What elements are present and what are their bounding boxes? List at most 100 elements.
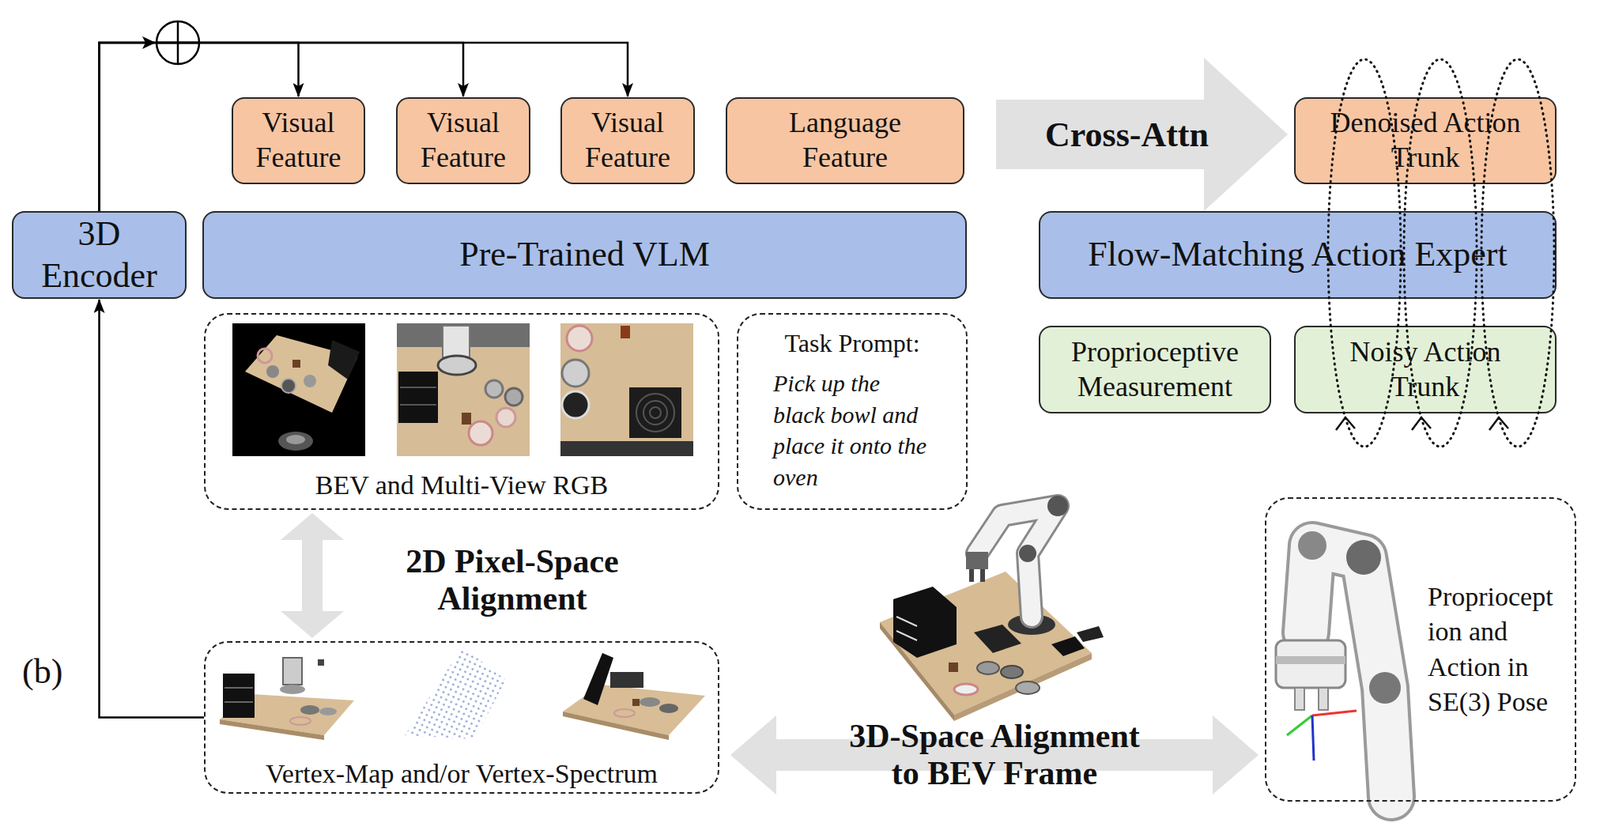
camera-image bbox=[560, 323, 694, 457]
panel-label: (b) bbox=[22, 651, 63, 692]
bev-image-part bbox=[245, 335, 358, 413]
vertex-map-image-part bbox=[224, 686, 253, 689]
vertex-map-image bbox=[219, 657, 355, 740]
camera-image-part bbox=[643, 400, 668, 425]
pose-box: Propriocept ion and Action in SE(3) Pose bbox=[1264, 497, 1577, 802]
vertex-map-image-part bbox=[219, 694, 355, 736]
vertex-map-image-part bbox=[290, 716, 311, 725]
camera-image-part bbox=[620, 325, 631, 339]
node-text: Pick up the black bowl and place it onto… bbox=[773, 367, 932, 493]
model-box: 3D Encoder bbox=[11, 211, 187, 299]
robot-arm-part bbox=[1286, 715, 1313, 736]
robot-scene-part bbox=[977, 505, 1058, 617]
camera-image-part bbox=[400, 403, 437, 406]
camera-image-part bbox=[649, 407, 661, 419]
loop-arrowhead-part bbox=[1335, 417, 1355, 431]
node-text: Noisy Action Trunk bbox=[1317, 335, 1533, 405]
node-text: Visual Feature bbox=[584, 105, 672, 176]
feature-box: Language Feature bbox=[725, 97, 965, 185]
robot-arm-part bbox=[1346, 539, 1382, 575]
vertex-map-image bbox=[562, 652, 706, 740]
camera-image-part bbox=[437, 355, 476, 375]
vertex-map-image-part bbox=[562, 684, 706, 736]
robot-arm-part bbox=[1305, 545, 1392, 797]
bev-image-part bbox=[303, 374, 317, 388]
robot-scene-part bbox=[954, 652, 1092, 721]
camera-image-part bbox=[396, 323, 530, 457]
edge-label: Cross-Attn bbox=[1045, 115, 1209, 155]
node-text: Flow-Matching Action Expert bbox=[1087, 233, 1507, 276]
loop-arrowhead bbox=[1335, 417, 1509, 431]
feature-box: Visual Feature bbox=[560, 97, 695, 185]
camera-image-part bbox=[629, 387, 682, 438]
image-group: BEV and Multi-View RGB bbox=[203, 313, 720, 510]
robot-scene-part bbox=[1051, 636, 1085, 657]
sum-symbol-part bbox=[156, 21, 200, 65]
bev-image-part bbox=[292, 359, 301, 368]
robot-arm-part bbox=[1369, 671, 1401, 704]
bev-image-part bbox=[286, 434, 306, 445]
image-group: Vertex-Map and/or Vertex-Spectrum bbox=[203, 641, 720, 794]
robot-scene-part bbox=[1076, 626, 1104, 642]
connector bbox=[99, 299, 205, 718]
sum-symbol-part bbox=[156, 41, 200, 45]
camera-image bbox=[396, 323, 530, 457]
loop-arrowhead-part bbox=[1489, 417, 1509, 431]
robot-scene-part bbox=[977, 505, 1058, 617]
camera-image-part bbox=[636, 393, 675, 432]
vertex-map-image-part bbox=[219, 719, 325, 740]
robot-scene-part bbox=[973, 624, 1022, 653]
bev-image-part bbox=[257, 348, 272, 363]
input-box: Noisy Action Trunk bbox=[1294, 325, 1557, 414]
camera-image-part bbox=[505, 388, 523, 406]
node-text: Visual Feature bbox=[419, 105, 507, 176]
robot-arm bbox=[1275, 531, 1401, 797]
camera-image-part bbox=[560, 441, 694, 457]
vertex-spectrum-image bbox=[404, 646, 506, 740]
vertex-spectrum-image-part bbox=[404, 646, 506, 740]
node-text: Vertex-Map and/or Vertex-Spectrum bbox=[265, 758, 658, 789]
vertex-map-image-part bbox=[610, 671, 644, 688]
bev-image bbox=[232, 323, 366, 457]
block-arrow bbox=[730, 715, 1259, 795]
block-arrow bbox=[280, 513, 344, 638]
robot-scene-part bbox=[1047, 495, 1068, 517]
camera-image-part bbox=[468, 421, 493, 446]
bev-image-part bbox=[328, 339, 360, 380]
vertex-map-image-part bbox=[279, 684, 306, 695]
robot-scene-part bbox=[948, 662, 959, 672]
sum-symbol bbox=[142, 21, 200, 65]
robot-scene-part bbox=[893, 586, 957, 658]
vertex-map-image-part bbox=[614, 709, 635, 717]
robot-scene-part bbox=[954, 683, 978, 695]
node-text: Visual Feature bbox=[255, 105, 342, 176]
camera-image-part bbox=[396, 323, 530, 348]
camera-image-part bbox=[442, 325, 470, 358]
feature-box: Denoised Action Trunk bbox=[1294, 97, 1557, 185]
camera-image-part bbox=[398, 371, 438, 423]
prompt-box: Task Prompt:Pick up the black bowl and p… bbox=[736, 313, 968, 510]
loop-arrowhead-part bbox=[1411, 417, 1431, 431]
sum-symbol-part bbox=[177, 21, 180, 65]
robot-arm-part bbox=[1275, 640, 1346, 688]
connector bbox=[99, 42, 629, 212]
robot-scene-part bbox=[980, 569, 985, 582]
robot-scene-part bbox=[966, 551, 989, 570]
camera-image-part bbox=[461, 412, 472, 425]
camera-image-part bbox=[400, 386, 437, 389]
robot-scene bbox=[879, 495, 1104, 721]
bev-image-part bbox=[281, 378, 296, 393]
vertex-map-image-part bbox=[300, 705, 320, 715]
feature-box: Visual Feature bbox=[396, 97, 531, 185]
robot-arm-part bbox=[1318, 687, 1329, 710]
robot-arm-part bbox=[1312, 710, 1357, 716]
vertex-map-image-part bbox=[562, 711, 669, 740]
camera-image-part bbox=[562, 391, 589, 419]
vertex-map-image-part bbox=[659, 703, 679, 714]
robot-scene-part bbox=[896, 616, 917, 627]
node-text: Denoised Action Trunk bbox=[1317, 105, 1533, 176]
edge-label: 2D Pixel-Space Alignment bbox=[381, 543, 643, 618]
node-text: Propriocept ion and Action in SE(3) Pose bbox=[1427, 579, 1578, 720]
robot-scene-part bbox=[1018, 544, 1037, 563]
